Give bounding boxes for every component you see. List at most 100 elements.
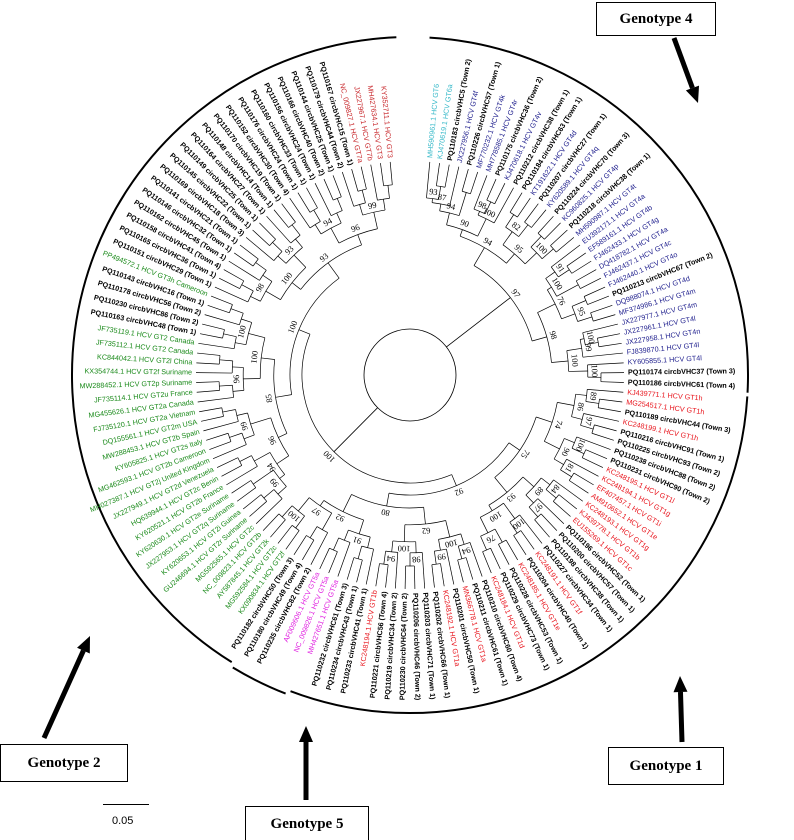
branch [440, 563, 445, 587]
branch-arc [392, 540, 416, 543]
arrow-genotype-1-head [673, 676, 688, 693]
branch [566, 252, 586, 267]
branch [223, 269, 244, 282]
branch-arc [329, 547, 338, 553]
bootstrap-value: 95 [575, 306, 587, 317]
branch [207, 304, 230, 314]
branch [551, 360, 569, 363]
branch [587, 295, 610, 305]
branch [503, 502, 516, 519]
branch-arc [434, 548, 447, 552]
tip-label: KX354744.1 HCV GT2f Suriname [85, 366, 193, 376]
branch [470, 171, 479, 194]
branch [212, 444, 247, 459]
branch [480, 536, 487, 551]
branch [494, 528, 503, 543]
branch [571, 416, 583, 420]
branch [248, 333, 265, 339]
branch [243, 434, 255, 440]
bootstrap-value: 76 [555, 295, 568, 307]
branch [309, 526, 318, 538]
branch [556, 237, 575, 253]
arrow-genotype-1-shaft [677, 691, 685, 743]
branch [226, 466, 258, 486]
branch [218, 277, 240, 289]
bootstrap-value: 100 [570, 354, 581, 368]
branch [590, 304, 613, 314]
bootstrap-value: 76 [485, 533, 497, 546]
branch [262, 274, 273, 282]
branch [336, 212, 342, 224]
branch [279, 474, 285, 479]
branch-arc [545, 278, 558, 297]
branch [254, 452, 271, 462]
branch [577, 316, 593, 322]
branch [239, 244, 259, 260]
branch [360, 166, 367, 190]
tip-label: PQ110186 circbVHC61 (Town 4) [628, 378, 736, 391]
tip-label: MW288452.1 HCV GT2p Suriname [79, 378, 192, 391]
branch [545, 271, 556, 279]
branch-arc [218, 381, 220, 391]
branch [239, 455, 252, 462]
branch [571, 447, 585, 455]
branch [436, 163, 440, 186]
branch [431, 198, 433, 203]
branch-arc [333, 196, 342, 201]
branch [281, 505, 293, 518]
branch [423, 507, 426, 525]
branch [245, 237, 275, 261]
branch [547, 286, 552, 291]
branch [493, 187, 514, 224]
branch [298, 497, 310, 512]
branch-arc [361, 545, 374, 550]
branch [201, 416, 224, 422]
tip-label: PQ110230 circbVHC64 (Town 2) [397, 592, 408, 700]
branch [519, 514, 543, 544]
root-circle [363, 328, 457, 422]
branch [561, 313, 576, 320]
branch-arc [582, 332, 586, 345]
branch [576, 436, 611, 450]
branch [196, 390, 220, 393]
branch [277, 255, 287, 264]
branch-arc [229, 304, 233, 313]
branch [263, 489, 275, 499]
branch-arc [571, 394, 577, 417]
genotype-4-label: Genotype 4 [596, 2, 716, 36]
branch-arc [550, 266, 559, 278]
branch-arc [439, 210, 460, 216]
bootstrap-value: 100 [286, 509, 302, 525]
branch [302, 539, 315, 561]
branch-arc [351, 494, 424, 509]
branch-arc [330, 210, 343, 216]
branch [202, 323, 225, 330]
branch [242, 494, 262, 510]
branch [291, 224, 301, 236]
branch [277, 525, 293, 544]
branch [199, 333, 223, 339]
branch [337, 542, 351, 577]
branch [473, 247, 485, 266]
branch-arc [431, 563, 441, 566]
branch [553, 479, 584, 502]
branch [575, 393, 587, 396]
branch [341, 171, 355, 207]
arrow-genotype-5-head [299, 726, 313, 742]
branch-arc [320, 222, 342, 235]
branch [553, 458, 564, 465]
branch [330, 227, 340, 244]
bootstrap-value: 92 [334, 512, 346, 525]
branch [525, 494, 534, 504]
scale-bar-label: 0.05 [112, 815, 134, 827]
bootstrap-value: 100 [511, 517, 527, 533]
branch [576, 269, 597, 282]
branch [591, 432, 614, 441]
branch [513, 535, 527, 555]
branch [198, 342, 235, 350]
bootstrap-value: 93 [505, 491, 518, 504]
bootstrap-value: 100 [285, 319, 299, 335]
branch [566, 347, 582, 351]
